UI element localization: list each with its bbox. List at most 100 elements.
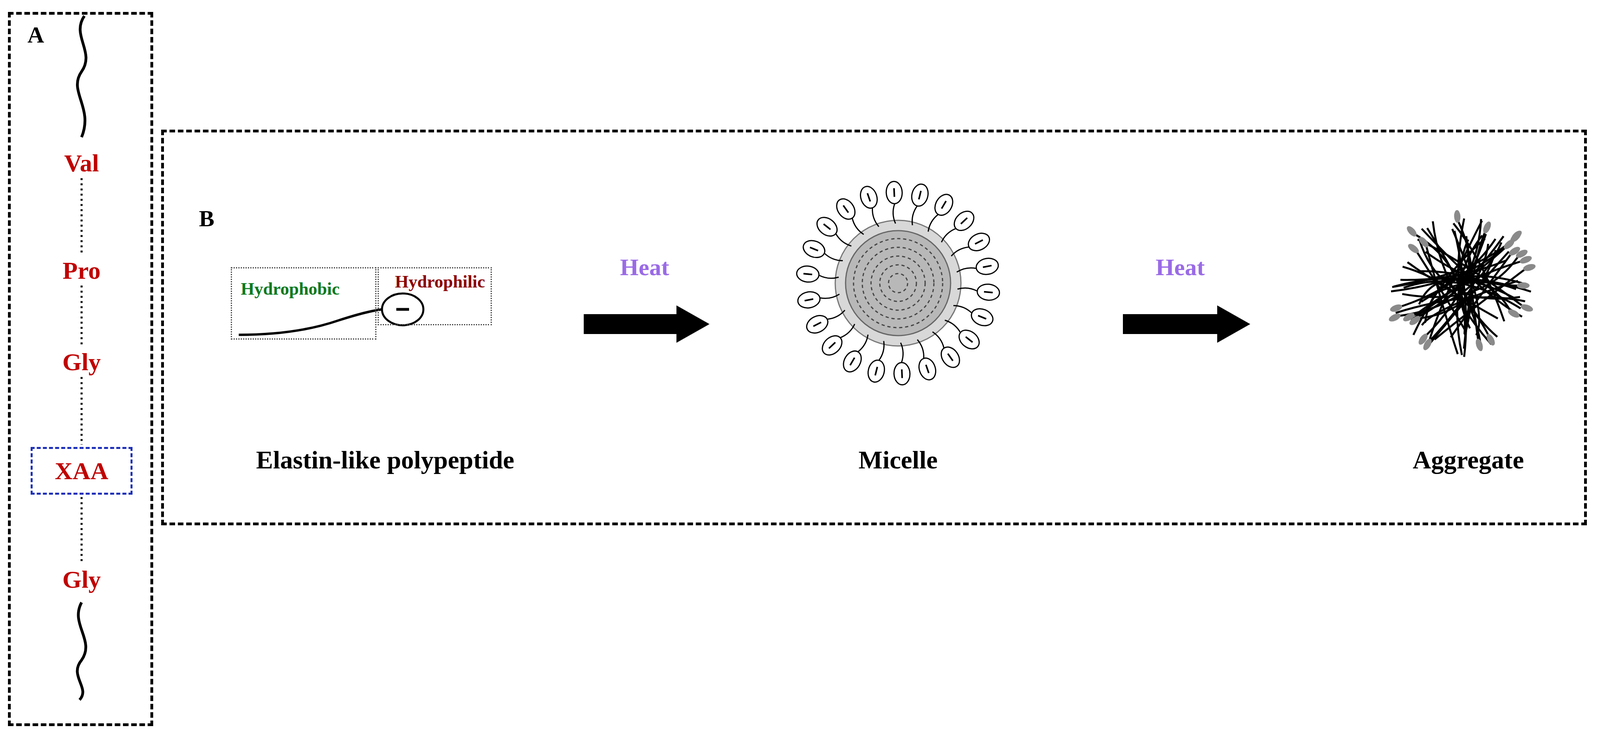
aggregate-head [1506,307,1522,320]
charge-sign [984,292,993,293]
micelle-head [931,191,957,219]
node-text: Hydrophilic [394,273,486,291]
aggregate-head [1519,303,1534,314]
micelle-tail [872,208,879,227]
micelle-head [893,362,911,386]
charge-sign [396,308,410,312]
micelle-head [885,181,903,205]
micelle-tail [857,335,868,353]
micelle-head [865,358,887,384]
aggregate-head [1405,224,1419,239]
charge-sign [810,247,819,251]
charge-sign [867,193,871,202]
micelle-tail [932,332,944,349]
aggregate-head [1522,263,1537,273]
aggregate-head [1417,235,1431,250]
micelle-tail [944,320,961,333]
residue-box: XAA [30,447,133,496]
aggregate-head [1485,332,1497,347]
aggregate-head [1502,237,1517,252]
core-ring [871,256,926,311]
charge-sign [823,224,831,230]
aggregate-head [1481,220,1493,235]
heat-arrow [583,305,710,343]
charge-sign [941,201,946,209]
charge-sign [803,273,813,275]
micelle-head [976,283,1001,302]
micelle-head [955,326,983,353]
charge-sign [804,299,814,301]
micelle-head [968,305,996,330]
charge-sign [850,357,855,366]
aggregate-chain [1395,297,1526,314]
micelle-tail [824,253,843,262]
core-ring [879,265,917,302]
aggregate-head [1387,311,1402,324]
panel-letter: B [198,207,215,231]
micelle-head [800,237,828,261]
micelle-tail [953,305,972,314]
micelle-tail [912,206,918,226]
micelle-head [937,343,964,372]
aggregate-figure [1387,210,1537,358]
micelle-figure [795,181,1000,386]
core-ring [862,247,934,320]
charge-sign [965,337,973,343]
charge-sign [875,367,878,376]
charge-sign [813,322,822,327]
micelle-tail [819,294,840,299]
residue-label: Gly [62,349,101,375]
micelle-head [965,229,993,255]
core-ring [888,273,908,293]
residue-label: Gly [62,567,101,593]
hydrophobic-box: Hydrophobic [230,267,377,340]
micelle-head [796,290,822,310]
micelle-tail [835,233,852,247]
stage-caption: Micelle [858,447,938,474]
micelle-head [839,348,866,376]
aggregate-head [1453,210,1461,224]
micelle-head [813,213,841,240]
charge-sign [900,369,903,379]
aggregate-chain [1427,228,1482,352]
micelle-head [803,312,831,337]
charge-sign [974,240,983,245]
charge-sign [978,315,987,320]
micelle-head [832,195,859,223]
micelle-head [818,332,846,360]
charge-sign [982,265,992,268]
micelle-tail [827,310,846,320]
aggregate-head [1401,311,1417,324]
micelle-tail [956,268,977,273]
chain-end [77,602,86,701]
micelle-tail [928,214,939,232]
micelle-tail [951,247,970,257]
core-ring [853,238,943,328]
micelle-tail [852,218,864,235]
residue-label: Pro [62,258,101,283]
chain-end [77,15,86,138]
charge-sign [925,364,929,374]
micelle-head [795,265,820,284]
panel-letter: A [27,23,45,47]
micelle-tail [900,342,903,363]
stage-caption: Elastin-like polypeptide [256,447,515,474]
micelle-head [857,184,881,211]
heat-label: Heat [1155,255,1205,280]
stage-caption: Aggregate [1412,447,1524,474]
hydrophilic-head [381,293,424,326]
aggregate-head [1416,332,1430,347]
hydrophilic-box: Hydrophilic [377,267,492,326]
heat-arrow [1122,305,1251,343]
micelle-tail [818,275,839,279]
micelle-head [909,182,931,209]
charge-sign [918,190,921,200]
micelle-head [950,207,978,235]
aggregate-head [1406,242,1421,256]
micelle-tail [892,203,896,224]
node-text: Hydrophobic [240,280,340,299]
micelle-tail [917,339,924,359]
micelle-head [974,256,1000,277]
aggregate-head [1389,303,1404,314]
